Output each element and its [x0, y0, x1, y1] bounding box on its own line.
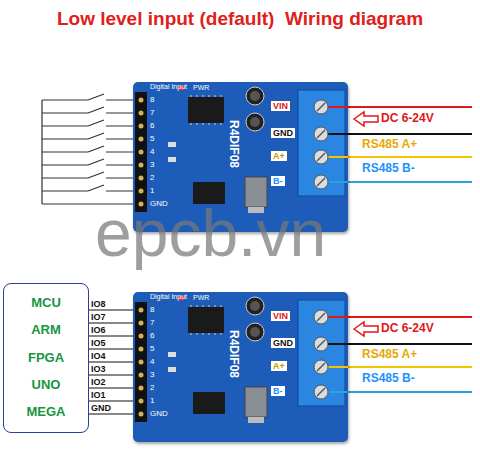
signal-wire [89, 335, 133, 336]
pin-number: 1 [150, 186, 154, 195]
wire-label: GND [91, 403, 111, 413]
board-model: R4DIF08 [226, 330, 240, 378]
switch-symbol [42, 146, 133, 152]
terminal-label: A+ [271, 151, 287, 161]
wire-label: IO1 [91, 390, 106, 400]
wire-label: IO4 [91, 351, 106, 361]
signal-wire [89, 361, 133, 362]
pin-number: 8 [150, 95, 154, 104]
silkscreen-text: Digital Input [150, 293, 187, 301]
controller-name: MCU [31, 296, 61, 311]
pin-number: GND [150, 409, 168, 418]
switch-symbol [42, 120, 133, 126]
wire-label: IO5 [91, 338, 106, 348]
wire-label: IO2 [91, 377, 106, 387]
signal-wire [89, 322, 133, 323]
power-arrow [354, 112, 378, 126]
pin-number: 3 [150, 370, 154, 379]
controller-name: ARM [31, 323, 61, 338]
power-label: DC 6-24V [381, 322, 434, 336]
power-label: DC 6-24V [381, 112, 434, 126]
switch-symbol [42, 94, 133, 100]
board-art [133, 82, 348, 232]
switch-symbol [42, 107, 133, 113]
pin-number: GND [150, 199, 168, 208]
wire-label: IO6 [91, 325, 106, 335]
power-bus-wires [348, 107, 472, 392]
board-model: R4DIF08 [226, 120, 240, 168]
signal-wire [89, 348, 133, 349]
wire-label: IO7 [91, 312, 106, 322]
power-arrow [354, 322, 378, 336]
switch-symbol [42, 133, 133, 139]
pin-number: 5 [150, 134, 154, 143]
board-art [133, 292, 348, 442]
terminal-label: GND [271, 128, 295, 138]
terminal-label: GND [271, 338, 295, 348]
pin-number: 8 [150, 305, 154, 314]
terminal-label: VIN [271, 101, 290, 111]
pin-number: 6 [150, 121, 154, 130]
pin-number: 6 [150, 331, 154, 340]
signal-label: RS485 A+ [362, 348, 417, 362]
switch-symbol [42, 185, 133, 191]
pin-number: 3 [150, 160, 154, 169]
silkscreen-text: PWR [193, 294, 209, 302]
signal-label: RS485 B- [362, 372, 415, 386]
pin-number: 4 [150, 147, 154, 156]
controller-name: MEGA [27, 405, 66, 420]
terminal-label: A+ [271, 361, 287, 371]
signal-wire [89, 309, 133, 310]
signal-wire [89, 400, 133, 401]
pin-number: 1 [150, 396, 154, 405]
signal-wire [89, 387, 133, 388]
terminal-label: VIN [271, 311, 290, 321]
signal-label: RS485 A+ [362, 138, 417, 152]
pin-number: 7 [150, 318, 154, 327]
pin-number: 2 [150, 383, 154, 392]
wire-label: IO3 [91, 364, 106, 374]
pcb-board: Digital Input PWR R4DIF08 [133, 82, 348, 232]
silkscreen-text: Digital Input [150, 83, 187, 91]
switch-symbol [42, 172, 133, 178]
pin-number: 4 [150, 357, 154, 366]
pin-number: 7 [150, 108, 154, 117]
diagram-title: Low level input (default) Wiring diagram [0, 8, 480, 30]
silkscreen-text: PWR [193, 84, 209, 92]
signal-wire [89, 374, 133, 375]
signal-wire [89, 413, 133, 414]
switch-wires [42, 94, 133, 204]
controller-box: MCU ARM FPGA UNO MEGA [3, 283, 89, 433]
controller-name: FPGA [28, 351, 64, 366]
pcb-board: Digital Input PWR R4DIF08 [133, 292, 348, 442]
switch-symbol [42, 159, 133, 165]
wire-label: IO8 [91, 299, 106, 309]
terminal-label: B- [271, 386, 285, 396]
pin-number: 5 [150, 344, 154, 353]
pin-number: 2 [150, 173, 154, 182]
terminal-label: B- [271, 176, 285, 186]
signal-label: RS485 B- [362, 162, 415, 176]
controller-name: UNO [32, 378, 61, 393]
